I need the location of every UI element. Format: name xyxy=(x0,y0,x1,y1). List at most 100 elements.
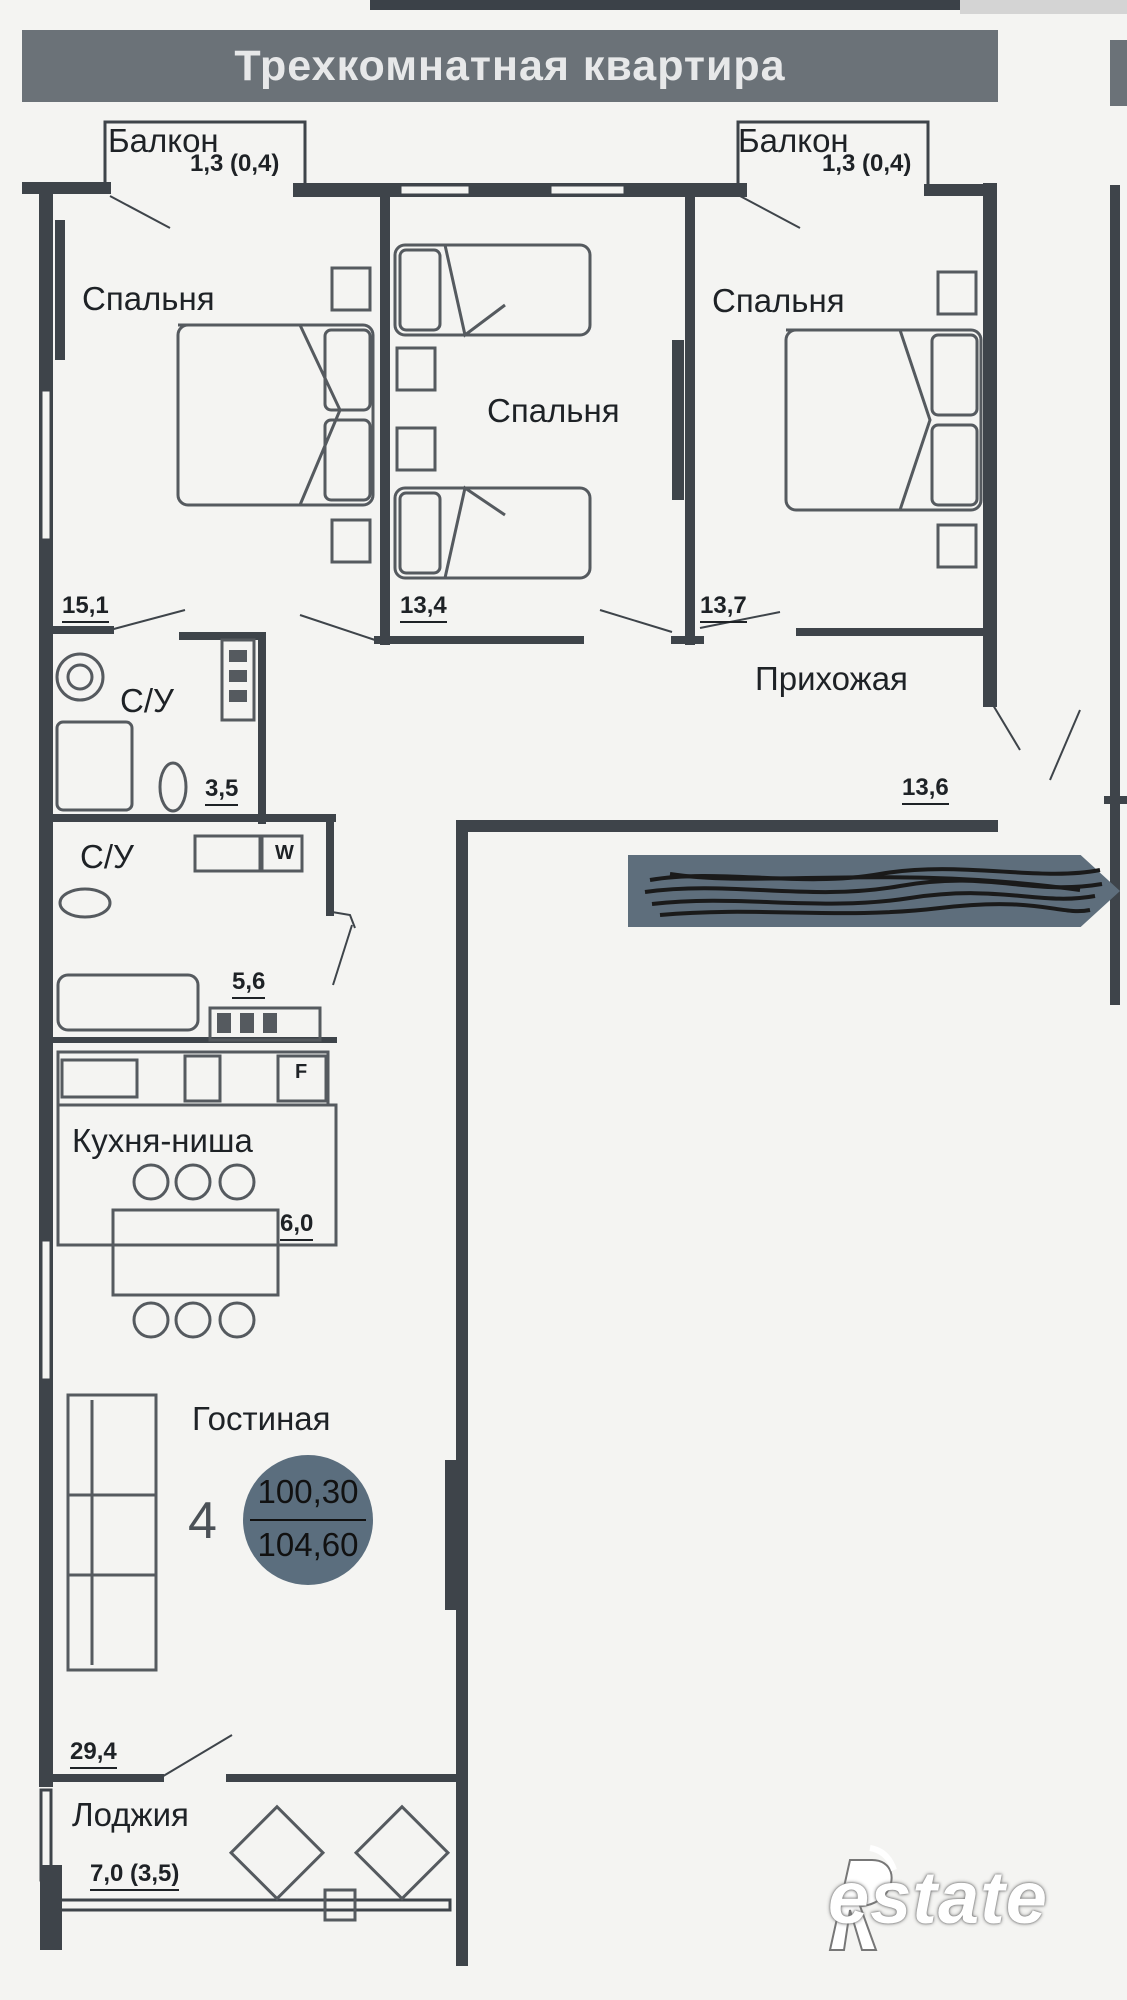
top-edge-strip xyxy=(370,0,960,10)
kitchen-sink xyxy=(60,1058,139,1099)
bedroom-1-area: 15,1 xyxy=(62,592,109,623)
sofa xyxy=(66,1393,158,1672)
loggia-chair-2 xyxy=(353,1804,451,1901)
badge-divider xyxy=(250,1519,366,1521)
door-bed1 xyxy=(109,609,186,631)
kitchen-niche-label: Кухня-ниша xyxy=(72,1122,253,1159)
bed-single-1-pillow xyxy=(398,248,442,332)
restate-watermark: estate xyxy=(828,1856,1048,1939)
bed-single-1-blanket xyxy=(443,244,506,338)
window-bed2 xyxy=(398,183,472,197)
kitchen-niche xyxy=(56,1103,338,1247)
bed-double-1-blanket xyxy=(178,323,342,506)
bed-double-3 xyxy=(784,328,983,512)
bedroom-2-area: 13,4 xyxy=(400,592,447,623)
bathtub xyxy=(56,973,200,1032)
door-wc2 xyxy=(331,911,356,929)
nightstand-bed1-a xyxy=(330,266,372,312)
hallway-area: 13,6 xyxy=(902,774,949,805)
door-balcony-right xyxy=(739,195,801,229)
badge-rooms-count: 4 xyxy=(188,1492,217,1550)
shelf-wc1 xyxy=(220,638,256,722)
badge-living-area: 100,30 xyxy=(257,1473,359,1510)
loggia-pillar xyxy=(40,1865,62,1950)
sliding-door-living xyxy=(445,1460,457,1610)
wc-1-label: С/У xyxy=(120,682,174,719)
pillow-bed1-b xyxy=(323,418,372,502)
bedroom-3-label: Спальня xyxy=(712,282,845,319)
balcony-left-area: 1,3 (0,4) xyxy=(190,150,280,177)
kitchen-niche-area: 6,0 xyxy=(280,1210,314,1241)
sink-wc2 xyxy=(193,834,262,873)
washer xyxy=(260,834,304,873)
loggia-table xyxy=(323,1888,357,1922)
bed-double-1 xyxy=(176,323,375,507)
nightstand-bed1-b xyxy=(330,518,372,564)
door-bed3 xyxy=(599,609,673,633)
door-loggia xyxy=(159,1734,233,1779)
fridge xyxy=(276,1054,328,1103)
shelf-wc2 xyxy=(208,1006,322,1042)
shower-tray xyxy=(55,720,134,812)
bedroom-3-area: 13,7 xyxy=(700,592,747,623)
loggia-area: 7,0 (3,5) xyxy=(90,1860,180,1891)
window-bed1-left xyxy=(39,388,53,542)
bed-single-2 xyxy=(393,486,592,580)
window-loggia-bottom xyxy=(58,1898,452,1912)
redaction-scribble xyxy=(644,867,1103,917)
living-room-area: 29,4 xyxy=(70,1738,117,1769)
window-kitchen-left xyxy=(39,1238,53,1382)
hallway-label: Прихожая xyxy=(755,660,908,697)
plan-title: Трехкомнатная квартира xyxy=(22,30,998,102)
restate-logo-icon xyxy=(828,1845,897,1951)
badge-total-area: 104,60 xyxy=(257,1526,359,1563)
loggia-label: Лоджия xyxy=(72,1796,189,1833)
next-plan-title-edge xyxy=(1110,40,1127,106)
nightstand-bed3-a xyxy=(936,270,978,316)
balcony-left-label: Балкон xyxy=(108,122,219,159)
nightstand-bed3-b xyxy=(936,523,978,569)
door-entrance xyxy=(989,699,1021,751)
living-room-label: Гостиная xyxy=(192,1400,331,1437)
sink-wc1 xyxy=(55,652,105,702)
bed-single-2-blanket xyxy=(443,485,506,579)
door-entrance-2 xyxy=(1049,709,1081,781)
door-bed2 xyxy=(299,614,376,641)
wc-1-area: 3,5 xyxy=(205,775,239,806)
door-wc2-leaf xyxy=(332,924,353,986)
door-bed3-2 xyxy=(699,611,781,629)
bed-single-1 xyxy=(393,243,592,337)
chair-2 xyxy=(174,1163,212,1201)
kitchen-stove xyxy=(183,1054,222,1103)
door-balcony-left xyxy=(109,195,171,229)
nightstand-bed2-b xyxy=(395,426,437,472)
pillow-bed3-b xyxy=(930,423,979,507)
chair-5 xyxy=(174,1301,212,1339)
balcony-right-outline xyxy=(736,120,930,188)
balcony-right-area: 1,3 (0,4) xyxy=(822,150,912,177)
nightstand-bed2-a xyxy=(395,346,437,392)
bedroom-2-label: Спальня xyxy=(487,392,620,429)
washer-label: W xyxy=(275,842,294,864)
fridge-label: F xyxy=(295,1061,308,1083)
chair-3 xyxy=(218,1163,256,1201)
bed-double-3-blanket xyxy=(786,328,932,511)
dining-table xyxy=(111,1208,280,1297)
pillow-bed3-a xyxy=(930,333,979,417)
bedroom-1-label: Спальня xyxy=(82,280,215,317)
toilet-wc1 xyxy=(158,761,188,813)
wc-2-label: С/У xyxy=(80,838,134,875)
wardrobe-door-bed1 xyxy=(55,220,65,360)
loggia-chair-1 xyxy=(228,1804,326,1901)
top-edge-strip-right xyxy=(960,0,1127,14)
wc-2-area: 5,6 xyxy=(232,968,266,999)
window-bed2-2 xyxy=(548,183,627,197)
bed-single-2-pillow xyxy=(398,491,442,575)
chair-6 xyxy=(218,1301,256,1339)
balcony-right-label: Балкон xyxy=(738,122,849,159)
sliding-door-bed2 xyxy=(672,340,684,500)
chair-1 xyxy=(132,1163,170,1201)
pillow-bed1-a xyxy=(323,328,372,412)
